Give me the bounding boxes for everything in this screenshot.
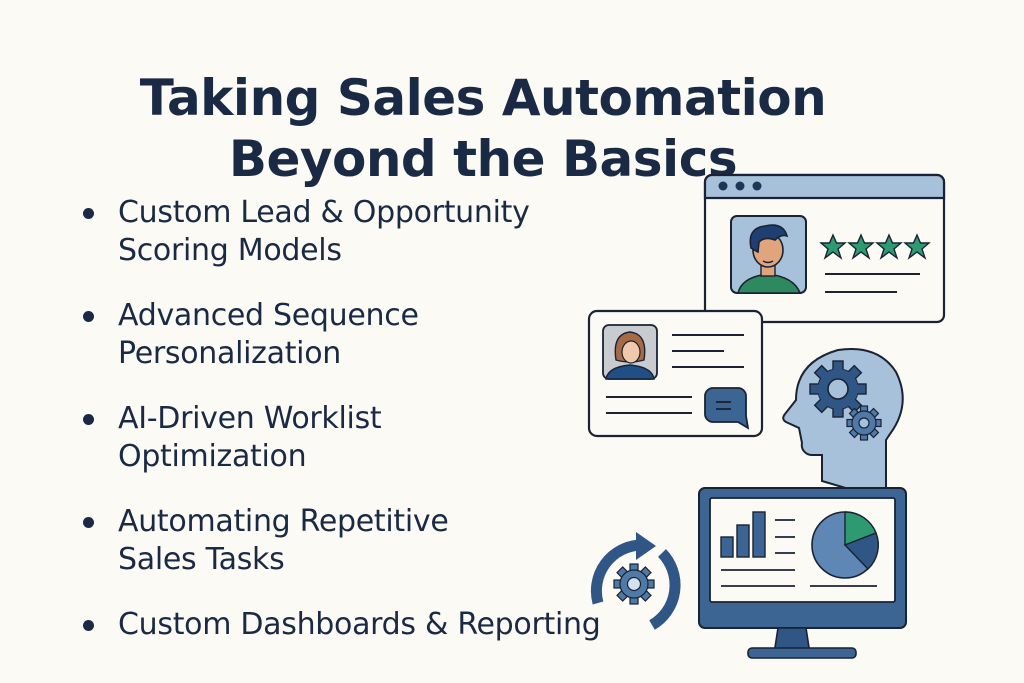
- monitor-dashboard-icon: [698, 487, 907, 659]
- bullet-dot-icon: [83, 517, 94, 528]
- female-avatar-icon: [602, 324, 658, 380]
- head-gears-icon: [782, 348, 904, 502]
- bullet-dot-icon: [83, 414, 94, 425]
- refresh-gear-icon: [590, 532, 681, 630]
- pie-chart-icon: [811, 511, 879, 579]
- chat-bubble-icon: [704, 387, 750, 430]
- bullet-dot-icon: [83, 208, 94, 219]
- list-item: Automating Repetitive Sales Tasks: [80, 503, 600, 579]
- list-item: Advanced Sequence Personalization: [80, 297, 600, 373]
- profile-rating-window-icon: [703, 173, 946, 324]
- feature-list: Custom Lead & Opportunity Scoring Models…: [80, 194, 601, 671]
- bar-chart-icon: [720, 511, 766, 558]
- contact-chat-card-icon: [587, 309, 764, 438]
- bullet-dot-icon: [83, 311, 94, 322]
- rating-stars-icon: [819, 233, 931, 260]
- list-item: Custom Dashboards & Reporting: [80, 606, 601, 644]
- title-line-2: Beyond the Basics: [228, 129, 738, 188]
- page-title: Taking Sales Automation Beyond the Basic…: [0, 68, 966, 190]
- bullet-dot-icon: [83, 620, 94, 631]
- user-avatar-icon: [730, 215, 807, 294]
- title-line-1: Taking Sales Automation: [139, 68, 827, 127]
- list-item: AI-Driven Worklist Optimization: [80, 400, 600, 476]
- list-item: Custom Lead & Opportunity Scoring Models: [80, 194, 600, 270]
